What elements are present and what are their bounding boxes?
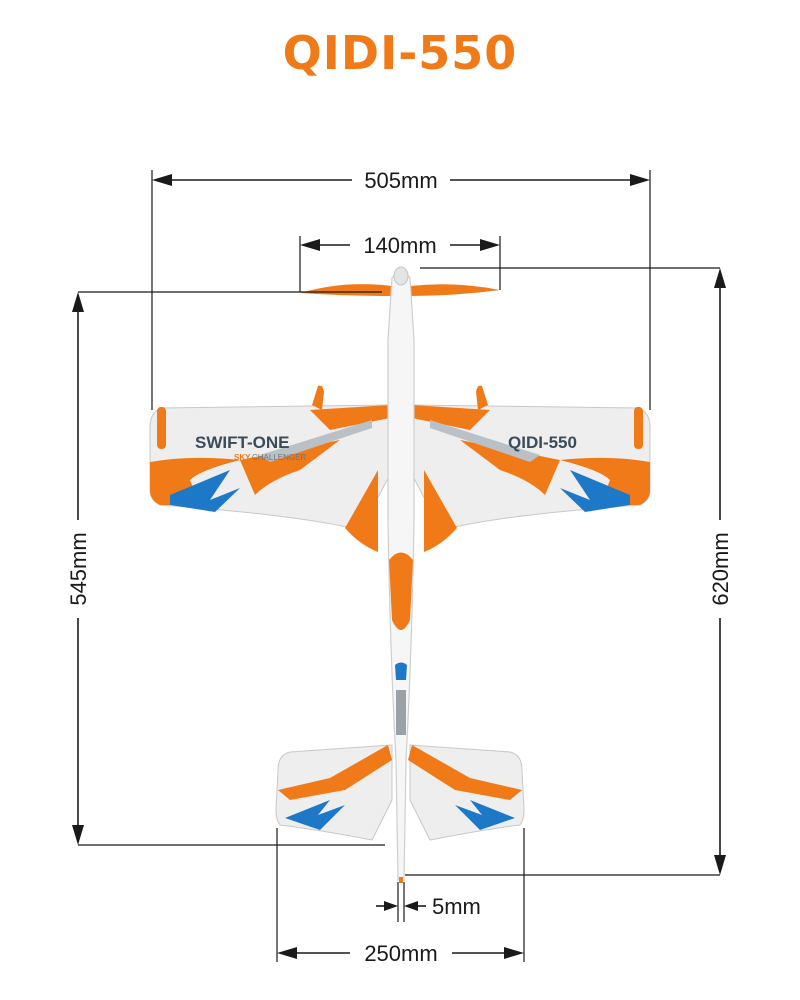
propeller-label: 140mm [363, 233, 436, 258]
tailplane-span-label: 250mm [364, 941, 437, 966]
fuselage [387, 266, 415, 883]
wingspan-label: 505mm [364, 168, 437, 193]
fuselage-length-label: 545mm [66, 532, 91, 605]
left-wing-sub-label-sky: SKY [234, 453, 251, 462]
left-wing-label: SWIFT-ONE [195, 433, 289, 452]
main-wing [149, 385, 651, 552]
tail-tip-label: 5mm [432, 894, 481, 919]
page-title: QIDI-550 [282, 26, 518, 80]
dimension-fuselage-length: 545mm [66, 291, 385, 846]
propeller [300, 284, 500, 296]
wing-labels: SWIFT-ONE SKY CHALLENGER QIDI-550 [195, 433, 577, 462]
left-wing-sub-label-challenger: CHALLENGER [252, 453, 306, 462]
right-wing-label: QIDI-550 [508, 433, 577, 452]
overall-length-label: 620mm [708, 532, 733, 605]
dimension-overall-length: 620mm [405, 267, 733, 876]
dimension-propeller: 140mm [299, 233, 501, 292]
dimension-tailplane-span: 250mm [276, 828, 525, 966]
airplane: SWIFT-ONE SKY CHALLENGER QIDI-550 [149, 266, 651, 883]
tailplane [275, 744, 525, 841]
dimension-tail-tip: 5mm [376, 882, 481, 922]
dimension-wingspan: 505mm [151, 168, 651, 410]
